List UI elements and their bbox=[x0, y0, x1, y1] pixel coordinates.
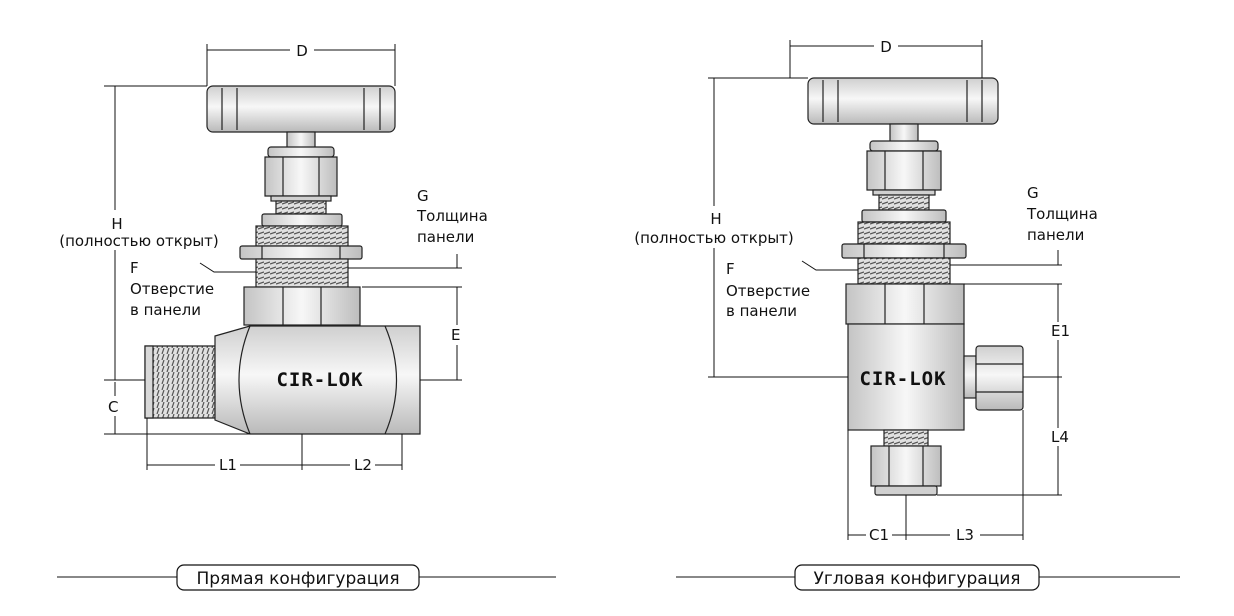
dim-D: D bbox=[880, 38, 892, 56]
dim-G-label-2: панели bbox=[1027, 226, 1084, 244]
dim-F: F bbox=[130, 259, 139, 277]
body-hex bbox=[243, 286, 361, 326]
angle-valve: CIR-LOK bbox=[634, 38, 1180, 591]
dim-H: H bbox=[710, 210, 721, 228]
dim-G-label-1: Толщина bbox=[1026, 205, 1098, 223]
stem-thread bbox=[878, 194, 930, 211]
bonnet-nut bbox=[866, 140, 942, 196]
valve-body bbox=[214, 325, 421, 435]
bottom-fitting bbox=[870, 429, 942, 496]
dim-H: H bbox=[111, 215, 122, 233]
dim-L3: L3 bbox=[956, 526, 974, 544]
dim-D: D bbox=[296, 42, 308, 60]
dimension-lines bbox=[104, 44, 462, 470]
caption-frame bbox=[176, 564, 420, 591]
inlet-pipe-thread bbox=[144, 345, 216, 419]
dim-L4: L4 bbox=[1051, 428, 1069, 446]
dim-G-label-2: панели bbox=[417, 228, 474, 246]
side-fitting bbox=[963, 345, 1024, 411]
dim-L2: L2 bbox=[354, 456, 372, 474]
caption-straight: Прямая конфигурация bbox=[196, 569, 399, 589]
caption-frame bbox=[794, 564, 1040, 591]
dim-E1: E1 bbox=[1051, 322, 1070, 340]
stem-thread bbox=[275, 200, 327, 215]
dim-F-label-2: в панели bbox=[130, 301, 201, 319]
dim-F: F bbox=[726, 260, 735, 278]
logo-text: CIR-LOK bbox=[859, 368, 946, 390]
dim-G: G bbox=[1027, 184, 1039, 202]
panel-nut bbox=[239, 213, 363, 288]
dim-C1: C1 bbox=[869, 526, 889, 544]
valve-body bbox=[847, 323, 965, 431]
dim-E: E bbox=[451, 326, 460, 344]
dim-F-label-1: Отверстие bbox=[726, 282, 810, 300]
logo-text: CIR-LOK bbox=[276, 369, 363, 391]
caption-angle: Угловая конфигурация bbox=[813, 569, 1020, 589]
dim-G: G bbox=[417, 187, 429, 205]
dimension-lines bbox=[708, 40, 1062, 540]
body-hex bbox=[845, 283, 965, 325]
straight-valve: CIR-LOK bbox=[57, 42, 556, 591]
dim-F-label-2: в панели bbox=[726, 302, 797, 320]
handle bbox=[206, 85, 396, 153]
bonnet-nut bbox=[264, 146, 338, 202]
dim-H-note: (полностью открыт) bbox=[634, 229, 794, 247]
dim-G-label-1: Толщина bbox=[416, 207, 488, 225]
dim-C: C bbox=[108, 398, 118, 416]
dim-H-note: (полностью открыт) bbox=[59, 232, 219, 250]
dim-L1: L1 bbox=[219, 456, 237, 474]
handle bbox=[807, 77, 999, 147]
panel-nut bbox=[841, 209, 967, 285]
dim-F-label-1: Отверстие bbox=[130, 280, 214, 298]
